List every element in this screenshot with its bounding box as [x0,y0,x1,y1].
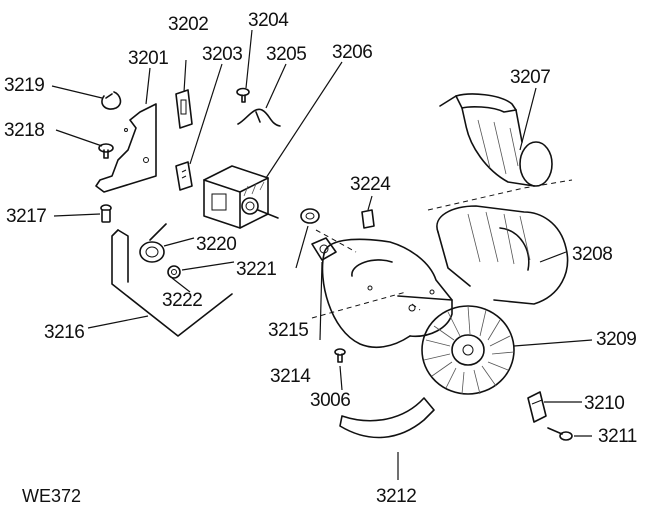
part-3214-bearing [311,237,337,261]
part-3207-elbow [439,93,553,187]
label-3215: 3215 [268,320,308,341]
label-3218: 3218 [4,120,44,141]
part-blower-housing [321,238,453,349]
label-3224: 3224 [350,174,391,195]
part-3211-screw [547,427,573,441]
part-3212-scroll [339,397,435,439]
diagram-code: WE372 [22,486,81,506]
label-3214: 3214 [270,366,311,387]
label-3222: 3222 [162,290,202,311]
label-3217: 3217 [6,206,46,227]
label-3202: 3202 [168,14,208,35]
label-3221: 3221 [236,259,276,280]
label-3201: 3201 [128,48,168,69]
label-3006: 3006 [310,390,350,411]
label-3209: 3209 [596,329,636,350]
assembly-guide-lines [311,179,573,319]
part-3219-clip [101,91,122,110]
part-3209-fan [421,305,515,395]
label-3211: 3211 [598,426,637,447]
part-3006-screw [334,348,346,363]
part-3205-clamp [237,108,281,127]
label-3210: 3210 [584,393,624,414]
leader-lines [51,29,593,480]
part-3218-screw [98,143,114,159]
part-3202-grommet [175,89,193,129]
part-3217-screw [100,204,112,223]
part-3222-nut [167,265,181,279]
part-3201-bracket [95,103,157,193]
part-3206-motor [203,165,279,229]
label-3204: 3204 [248,10,289,31]
part-3215-clip [300,208,320,224]
label-3219: 3219 [4,75,44,96]
part-labels: 3219 3201 3202 3203 3204 3205 3206 3207 … [4,10,637,507]
part-3203-switch [175,161,193,191]
part-3210-bracket [527,391,547,423]
part-3224-clip [361,209,375,229]
part-3204-screw [236,87,250,103]
label-3216: 3216 [44,322,84,343]
label-3205: 3205 [266,44,306,65]
label-3220: 3220 [196,234,236,255]
label-3212: 3212 [376,486,416,507]
part-3208-duct [436,205,569,305]
label-3203: 3203 [202,44,242,65]
label-3206: 3206 [332,42,372,63]
part-3216-idler-bracket [111,229,233,337]
part-3220-idler [139,223,167,263]
label-3208: 3208 [572,244,612,265]
label-3207: 3207 [510,67,550,88]
